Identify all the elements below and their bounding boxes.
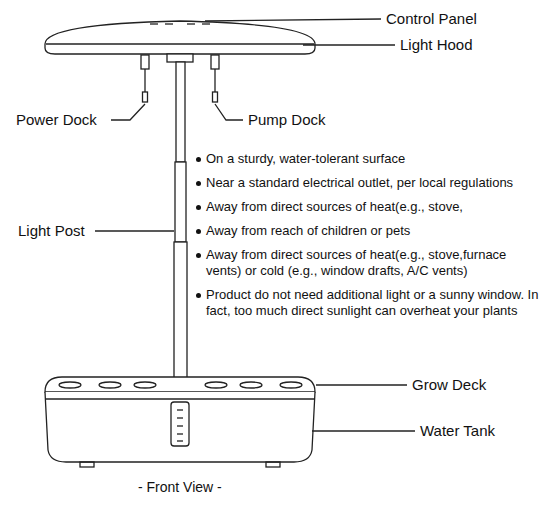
placement-note: Away from reach of children or pets bbox=[195, 223, 545, 239]
placement-note: Product do not need additional light or … bbox=[195, 287, 545, 319]
placement-note: On a sturdy, water-tolerant surface bbox=[195, 151, 545, 167]
placement-note: Away from direct sources of heat(e.g., s… bbox=[195, 199, 545, 215]
placement-note: Near a standard electrical outlet, per l… bbox=[195, 175, 545, 191]
view-caption: - Front View - bbox=[138, 478, 222, 496]
part-label: Power Dock bbox=[16, 111, 97, 129]
placement-list: On a sturdy, water-tolerant surfaceNear … bbox=[195, 151, 545, 327]
part-label: Grow Deck bbox=[412, 376, 486, 394]
part-label: Pump Dock bbox=[248, 111, 326, 129]
part-label: Control Panel bbox=[386, 10, 477, 28]
part-label: Light Post bbox=[18, 222, 85, 240]
part-label: Light Hood bbox=[400, 36, 473, 54]
part-label: Water Tank bbox=[420, 422, 495, 440]
placement-note: Away from direct sources of heat(e.g., s… bbox=[195, 247, 545, 279]
